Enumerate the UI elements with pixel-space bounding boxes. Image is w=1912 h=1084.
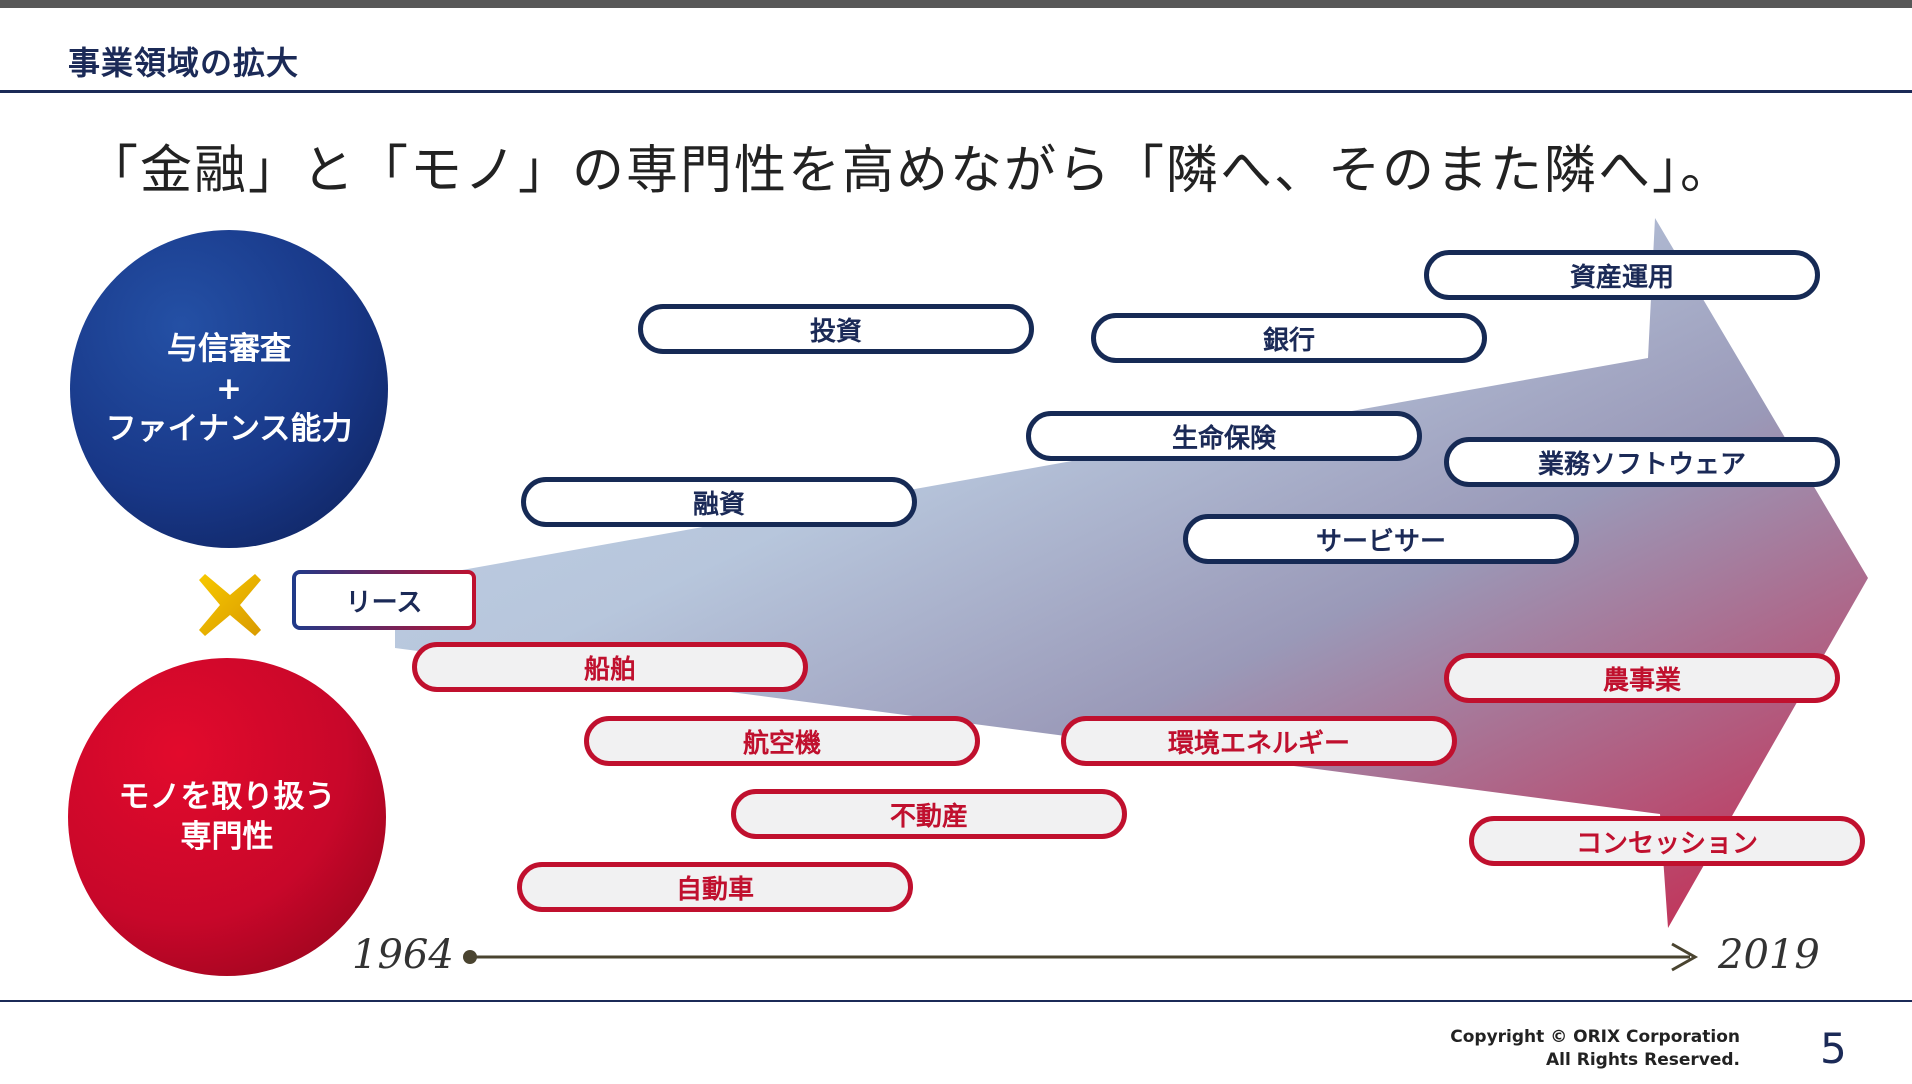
cross-icon <box>199 574 261 636</box>
top-strip <box>0 0 1912 8</box>
automobile-pill: 自動車 <box>517 862 913 912</box>
finance-circle-line1: 与信審査 <box>167 331 291 367</box>
copyright-line2: All Rights Reserved. <box>1546 1050 1740 1070</box>
servicer-pill: サービサー <box>1183 514 1579 564</box>
finance-circle-plus: + <box>216 371 242 407</box>
environment-energy-pill: 環境エネルギー <box>1061 716 1457 766</box>
bank-pill: 銀行 <box>1091 313 1487 363</box>
footer-divider <box>0 1000 1912 1002</box>
timeline-end-year: 2019 <box>1718 932 1820 978</box>
aircraft-pill: 航空機 <box>584 716 980 766</box>
copyright-notice: Copyright © ORIX Corporation All Rights … <box>1450 1026 1740 1072</box>
page-title: 事業領域の拡大 <box>68 44 300 82</box>
growth-arrow <box>395 218 1868 928</box>
copyright-line1: Copyright © ORIX Corporation <box>1450 1027 1740 1047</box>
finance-circle-line2: ファイナンス能力 <box>105 411 353 447</box>
goods-circle-line2: 専門性 <box>180 819 274 855</box>
goods-expertise-circle: モノを取り扱う 専門性 <box>68 658 386 976</box>
page-number: 5 <box>1820 1024 1847 1073</box>
business-software-pill: 業務ソフトウェア <box>1444 437 1840 487</box>
investment-pill: 投資 <box>638 304 1034 354</box>
life-insurance-pill: 生命保険 <box>1026 411 1422 461</box>
loan-pill: 融資 <box>521 477 917 527</box>
ship-pill: 船舶 <box>412 642 808 692</box>
heading-divider <box>0 90 1912 93</box>
headline: 「金融」と「モノ」の専門性を高めながら「隣へ、そのまた隣へ」。 <box>86 141 1735 201</box>
real-estate-pill: 不動産 <box>731 789 1127 839</box>
agriculture-pill: 農事業 <box>1444 653 1840 703</box>
timeline-arrowhead <box>1671 942 1699 972</box>
finance-capability-circle: 与信審査 + ファイナンス能力 <box>70 230 388 548</box>
lease-box: リース <box>292 570 476 630</box>
concession-pill: コンセッション <box>1469 816 1865 866</box>
goods-circle-line1: モノを取り扱う <box>118 779 336 815</box>
timeline-start-year: 1964 <box>352 932 454 978</box>
timeline-start-dot <box>463 950 477 964</box>
asset-management-pill: 資産運用 <box>1424 250 1820 300</box>
